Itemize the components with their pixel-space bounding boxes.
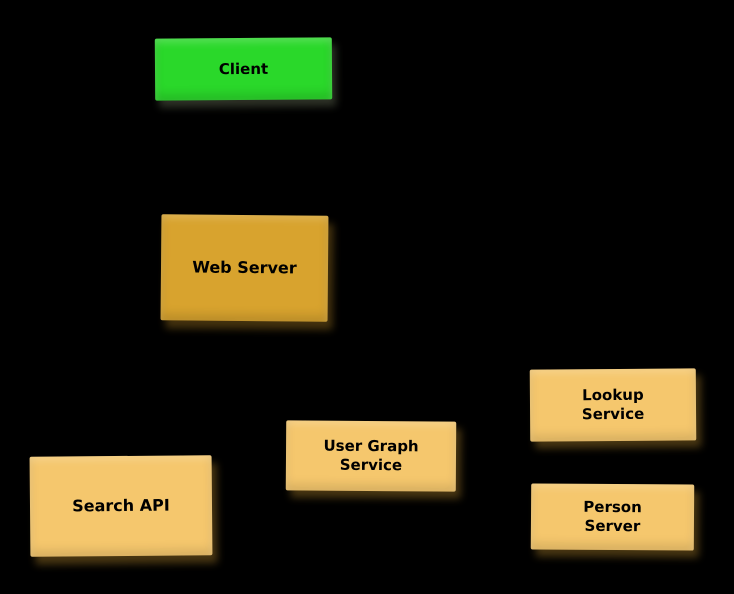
node-web-server: Web Server	[160, 214, 329, 322]
node-user-graph-service: User Graph Service	[285, 420, 457, 492]
node-client-label: Client	[218, 59, 269, 78]
node-user-graph-service-label: User Graph Service	[323, 436, 419, 475]
node-client: Client	[154, 37, 333, 101]
node-search-api-label: Search API	[72, 495, 170, 516]
node-web-server-label: Web Server	[192, 257, 297, 278]
node-person-server-label: Person Server	[583, 498, 642, 536]
node-person-server: Person Server	[530, 483, 695, 551]
node-lookup-service-label: Lookup Service	[581, 386, 645, 424]
node-search-api: Search API	[29, 455, 213, 557]
node-lookup-service: Lookup Service	[529, 368, 697, 442]
